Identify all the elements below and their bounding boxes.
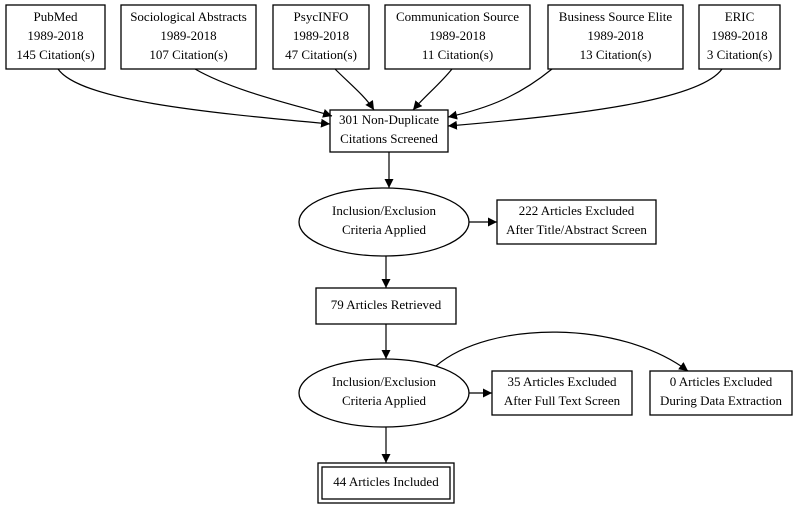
retrieved-node: 79 Articles Retrieved — [315, 287, 457, 325]
source-name: Sociological Abstracts — [130, 9, 247, 24]
source-years: 1989-2018 — [429, 28, 485, 43]
source-name: Communication Source — [396, 9, 519, 24]
included-node: 44 Articles Included — [317, 462, 455, 504]
excluded-node-full-text: 35 Articles Excluded After Full Text Scr… — [491, 370, 633, 416]
retrieved-label: 79 Articles Retrieved — [331, 297, 442, 312]
source-name: PsycINFO — [294, 9, 349, 24]
source-citations: 107 Citation(s) — [149, 47, 227, 62]
excluded-1-line-2: After Title/Abstract Screen — [506, 222, 647, 237]
edge-criteria-2-to-excluded-3 — [435, 331, 689, 372]
screened-node: 301 Non-Duplicate Citations Screened — [329, 109, 449, 153]
criteria-2-line-2: Criteria Applied — [342, 393, 427, 408]
screened-line-1: 301 Non-Duplicate — [339, 112, 439, 127]
criteria-node-2: Inclusion/Exclusion Criteria Applied — [298, 358, 470, 428]
source-years: 1989-2018 — [293, 28, 349, 43]
excluded-node-title-abstract: 222 Articles Excluded After Title/Abstra… — [496, 199, 657, 245]
criteria-1-line-1: Inclusion/Exclusion — [332, 203, 436, 218]
source-node-communication-source: Communication Source 1989-2018 11 Citati… — [384, 4, 531, 70]
source-years: 1989-2018 — [711, 28, 767, 43]
excluded-1-line-1: 222 Articles Excluded — [519, 203, 635, 218]
source-citations: 3 Citation(s) — [707, 47, 772, 62]
source-years: 1989-2018 — [160, 28, 216, 43]
source-node-psycinfo: PsycINFO 1989-2018 47 Citation(s) — [272, 4, 370, 70]
source-node-business-source-elite: Business Source Elite 1989-2018 13 Citat… — [547, 4, 684, 70]
source-citations: 145 Citation(s) — [16, 47, 94, 62]
source-node-pubmed: PubMed 1989-2018 145 Citation(s) — [5, 4, 106, 70]
source-node-eric: ERIC 1989-2018 3 Citation(s) — [698, 4, 781, 70]
edge-communication-to-screened — [412, 68, 453, 111]
source-node-sociological-abstracts: Sociological Abstracts 1989-2018 107 Cit… — [120, 4, 257, 70]
excluded-node-data-extraction: 0 Articles Excluded During Data Extracti… — [649, 370, 793, 416]
edge-eric-to-screened — [447, 68, 723, 130]
criteria-node-1: Inclusion/Exclusion Criteria Applied — [298, 187, 470, 257]
screened-line-2: Citations Screened — [340, 131, 438, 146]
edge-pubmed-to-screened — [57, 68, 331, 128]
source-citations: 47 Citation(s) — [285, 47, 357, 62]
included-label: 44 Articles Included — [333, 474, 439, 489]
source-name: ERIC — [725, 9, 755, 24]
excluded-2-line-1: 35 Articles Excluded — [507, 374, 617, 389]
source-citations: 11 Citation(s) — [422, 47, 493, 62]
edge-sociological-to-screened — [194, 68, 333, 118]
source-name: PubMed — [33, 9, 78, 24]
excluded-2-line-2: After Full Text Screen — [504, 393, 621, 408]
edge-psycinfo-to-screened — [334, 68, 375, 111]
excluded-3-line-2: During Data Extraction — [660, 393, 783, 408]
source-years: 1989-2018 — [27, 28, 83, 43]
source-years: 1989-2018 — [587, 28, 643, 43]
source-name: Business Source Elite — [559, 9, 673, 24]
excluded-3-line-1: 0 Articles Excluded — [670, 374, 773, 389]
edge-business-to-screened — [447, 68, 553, 120]
criteria-2-line-1: Inclusion/Exclusion — [332, 374, 436, 389]
criteria-1-line-2: Criteria Applied — [342, 222, 427, 237]
source-citations: 13 Citation(s) — [580, 47, 652, 62]
